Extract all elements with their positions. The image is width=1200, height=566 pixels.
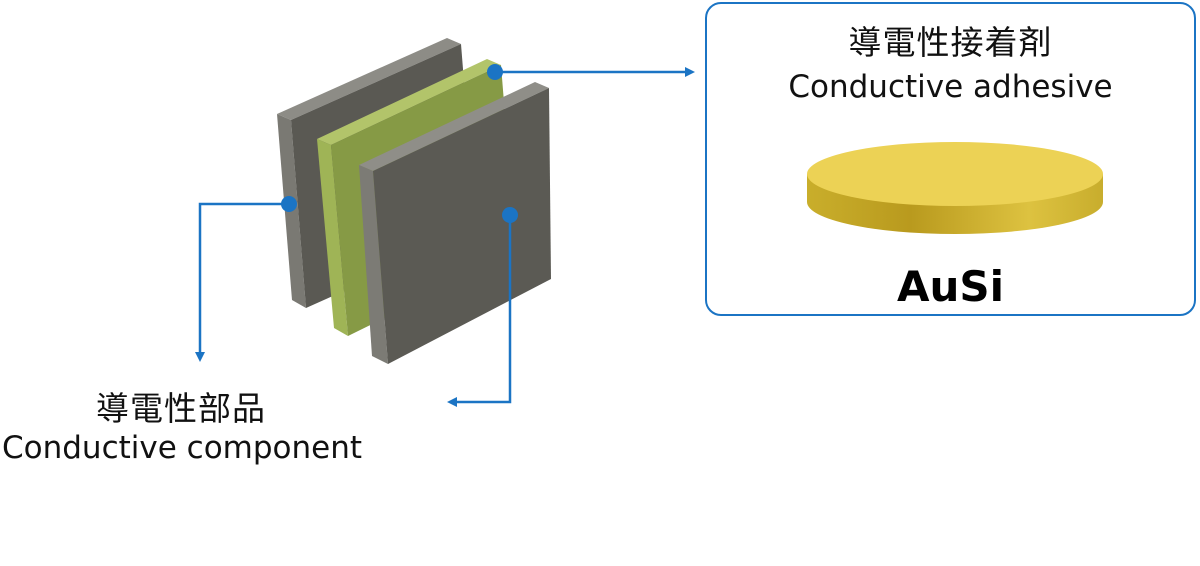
adhesive-label-jp: 導電性接着剤 [848, 23, 1053, 62]
adhesive-disc [807, 142, 1103, 234]
adhesive-dot [487, 64, 503, 80]
adhesive-connector [487, 64, 695, 80]
component-connectors [195, 196, 518, 407]
back-plate-dot [281, 196, 297, 212]
adhesive-info-box: 導電性接着剤 Conductive adhesive AuSi [705, 2, 1196, 316]
adhesive-material-label: AuSi [896, 262, 1005, 311]
front-plate-dot [502, 207, 518, 223]
component-label-en: Conductive component [2, 430, 363, 466]
front-conductive-plate [359, 82, 551, 364]
adhesive-label-en: Conductive adhesive [788, 69, 1113, 105]
component-label-jp: 導電性部品 [96, 389, 266, 428]
adhesive-disc-top [807, 142, 1103, 206]
